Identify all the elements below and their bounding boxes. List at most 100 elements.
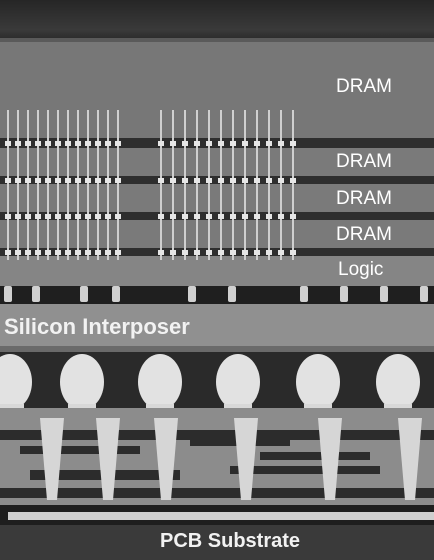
tsv-pad (230, 178, 236, 183)
micro-bump-row (4, 286, 428, 302)
tsv-pad (158, 214, 164, 219)
micro-bump (300, 286, 308, 302)
tsv (117, 110, 119, 260)
via (154, 418, 178, 500)
tsv-pad (85, 141, 91, 146)
micro-bump (340, 286, 348, 302)
tsv-pad (15, 250, 21, 255)
tsv-pad (115, 214, 121, 219)
tsv-pad (182, 214, 188, 219)
tsv-pad (254, 214, 260, 219)
tsv-pad (194, 178, 200, 183)
tsv-pad (25, 141, 31, 146)
tsv (47, 110, 49, 260)
tsv-pad (170, 214, 176, 219)
tsv-pad (15, 178, 21, 183)
tsv-pad (266, 250, 272, 255)
tsv (232, 110, 234, 260)
tsv-pad (75, 178, 81, 183)
tsv (107, 110, 109, 260)
tsv (268, 110, 270, 260)
tsv-pad (278, 141, 284, 146)
dram-label-top: DRAM (336, 76, 392, 97)
substrate-layer (230, 466, 380, 474)
tsv-pad (194, 250, 200, 255)
tsv-pad (242, 141, 248, 146)
tsv-pad (230, 141, 236, 146)
tsv-pad (266, 214, 272, 219)
tsv-pad (15, 214, 21, 219)
tsv-pad (115, 141, 121, 146)
dram-label-3: DRAM (336, 188, 392, 209)
tsv-pad (206, 250, 212, 255)
pcb-label: PCB Substrate (160, 530, 301, 552)
tsv-pad (45, 178, 51, 183)
tsv-pad (75, 214, 81, 219)
tsv-pad (290, 178, 296, 183)
tsv-pad (158, 141, 164, 146)
tsv-pad (266, 141, 272, 146)
tsv (292, 110, 294, 260)
tsv (172, 110, 174, 260)
tsv-pad (290, 214, 296, 219)
tsv-pad (290, 250, 296, 255)
tsv-pad (230, 250, 236, 255)
tsv (208, 110, 210, 260)
tsv-pad (65, 250, 71, 255)
tsv-pad (115, 178, 121, 183)
tsv (87, 110, 89, 260)
tsv-pad (85, 214, 91, 219)
micro-bump (80, 286, 88, 302)
tsv-pad (85, 250, 91, 255)
tsv-pad (25, 250, 31, 255)
solder-ball-row (0, 354, 420, 418)
tsv-pad (242, 250, 248, 255)
tsv (27, 110, 29, 260)
tsv-pad (290, 141, 296, 146)
tsv-pad (5, 214, 11, 219)
logic-die (0, 256, 434, 286)
micro-bump (380, 286, 388, 302)
tsv-pad (105, 141, 111, 146)
micro-bump (228, 286, 236, 302)
bond-layer (0, 212, 434, 220)
tsv-pad (242, 178, 248, 183)
bond-layer (0, 138, 434, 148)
via (96, 418, 120, 500)
tsv-pad (206, 141, 212, 146)
dram-label-4: DRAM (336, 224, 392, 245)
tsv-pad (218, 214, 224, 219)
tsv-pad (95, 214, 101, 219)
tsv-pad (65, 141, 71, 146)
tsv-pad (218, 250, 224, 255)
tsv-pad (182, 178, 188, 183)
tsv-pad (45, 214, 51, 219)
tsv-pad (45, 250, 51, 255)
tsv-pad (254, 250, 260, 255)
substrate-traces (0, 418, 434, 500)
micro-bump (32, 286, 40, 302)
tsv-pad (55, 250, 61, 255)
tsv (57, 110, 59, 260)
tsv-pad (278, 178, 284, 183)
tsv-pad (218, 141, 224, 146)
tsv-pad (170, 178, 176, 183)
tsv (280, 110, 282, 260)
micro-bump (112, 286, 120, 302)
dram-die-top (0, 38, 434, 138)
tsv-pad (254, 141, 260, 146)
tsv (97, 110, 99, 260)
substrate-layer (20, 446, 140, 454)
tsv-pad (35, 250, 41, 255)
tsv-pad (170, 141, 176, 146)
tsv-array (5, 110, 296, 260)
tsv-pad (75, 250, 81, 255)
solder-ball (376, 354, 420, 410)
tsv-pad (95, 141, 101, 146)
tsv-pad (5, 250, 11, 255)
tsv-pad (85, 178, 91, 183)
tsv-pad (105, 250, 111, 255)
tsv-pad (158, 178, 164, 183)
interposer-label: Silicon Interposer (4, 314, 190, 339)
